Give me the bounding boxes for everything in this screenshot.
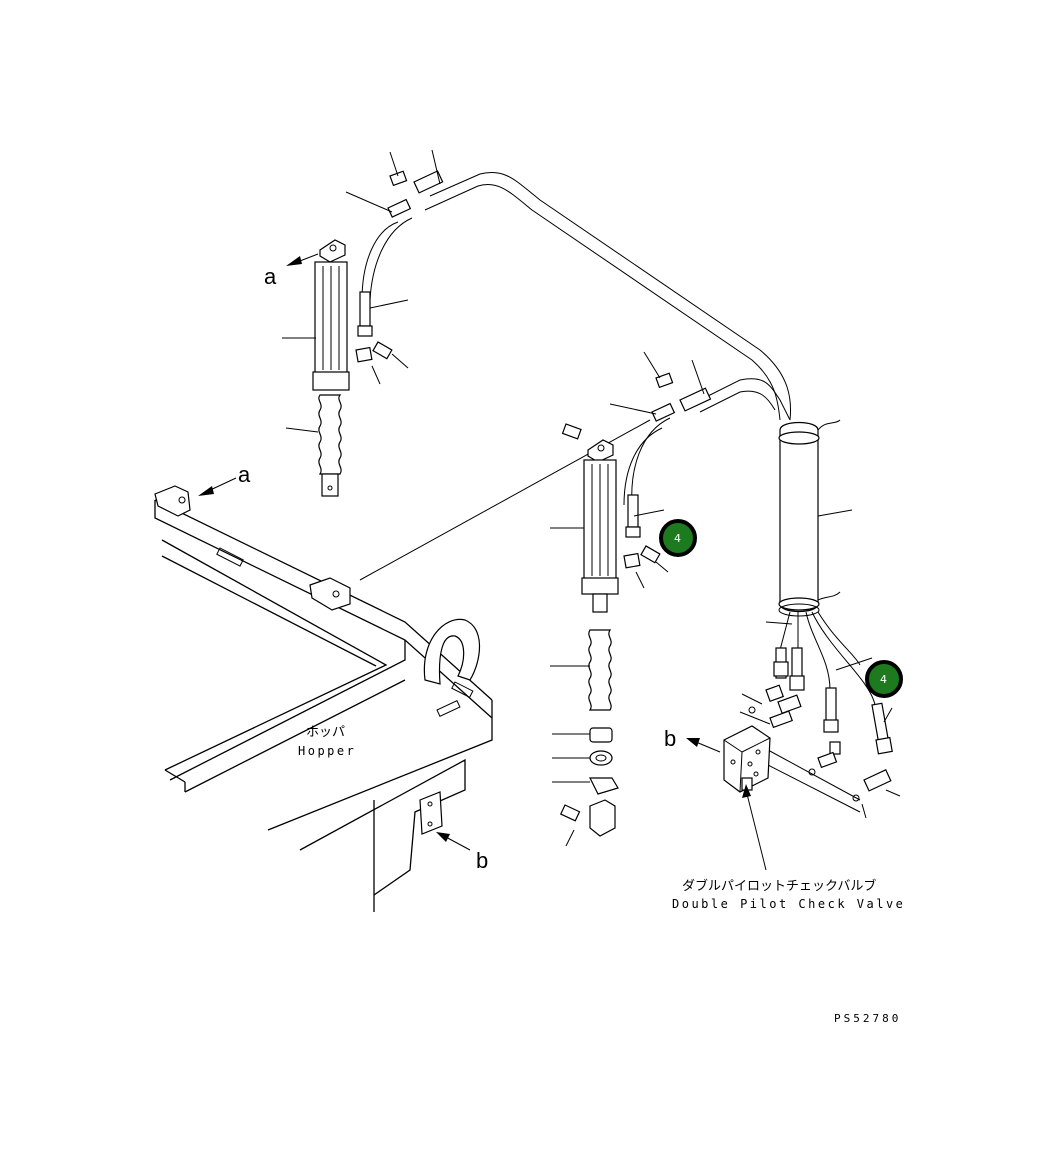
callout-4-upper[interactable]: 4 xyxy=(659,519,697,557)
ref-letter-a-upper: a xyxy=(264,264,277,289)
valve-label-en: Double Pilot Check Valve xyxy=(672,897,905,911)
left-hydraulic-cylinder xyxy=(312,239,350,497)
right-hydraulic-cylinder xyxy=(559,423,619,837)
fittings-mid xyxy=(623,372,712,569)
callout-4-lower[interactable]: 4 xyxy=(865,660,903,698)
ref-letter-b-lower: b xyxy=(476,848,488,873)
hopper-label-en: Hopper xyxy=(298,744,356,758)
ref-letter-b-valve: b xyxy=(664,726,676,751)
hopper-frame xyxy=(154,485,493,912)
valve-label-jp: ダブルパイロットチェックバルブ xyxy=(682,878,876,894)
fittings-upper-left xyxy=(355,170,444,363)
text-labels: a a b b ホッパ Hopper ダブルパイロットチェックバルブ Doubl… xyxy=(238,264,905,1025)
leader-lines xyxy=(198,149,901,871)
double-pilot-check-valve xyxy=(723,725,771,793)
fittings-lower-right xyxy=(748,647,893,802)
hopper-label-jp: ホッパ xyxy=(306,725,345,740)
callout-number: 4 xyxy=(674,532,681,545)
hydraulic-hoses xyxy=(359,172,876,813)
callout-number: 4 xyxy=(880,673,887,686)
drawing-code: PS52780 xyxy=(834,1012,901,1025)
ref-letter-a-lower: a xyxy=(238,462,251,487)
hose-sleeve xyxy=(778,419,841,617)
